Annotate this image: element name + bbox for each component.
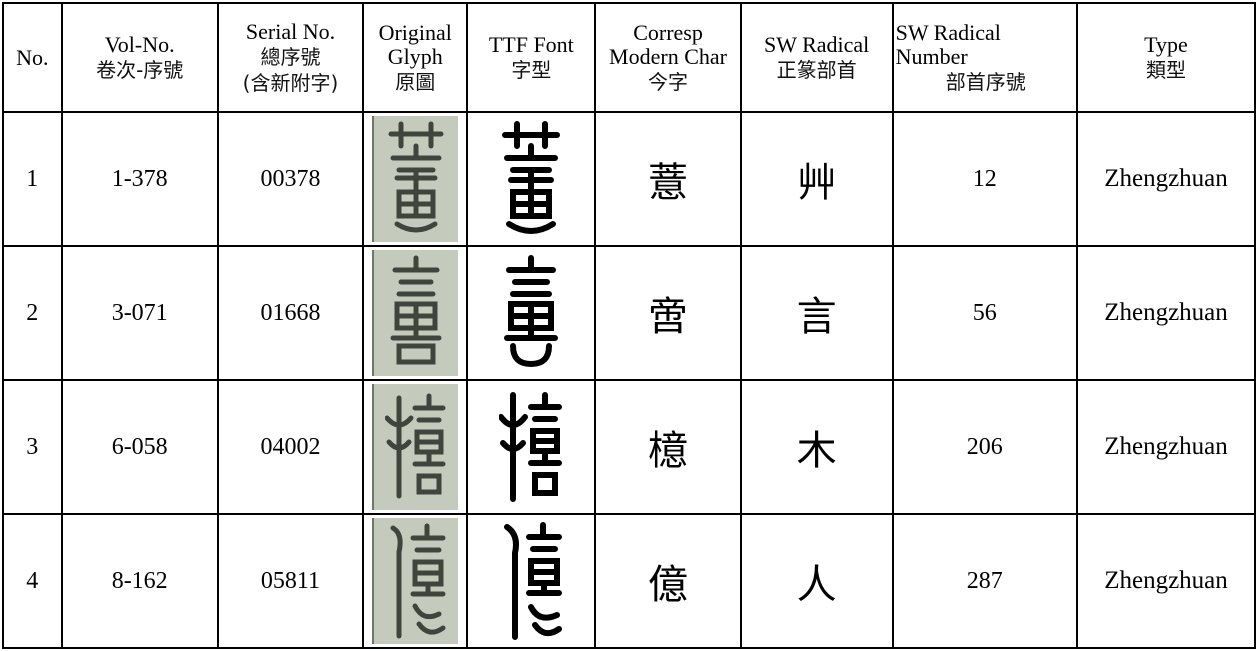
cell-ttf-font — [466, 111, 597, 247]
ttf-glyph — [469, 254, 593, 372]
cell-vol: 8-162 — [60, 513, 219, 649]
cell-radical-number: 12 — [891, 111, 1079, 247]
seal-script-yi-grass-icon — [388, 121, 444, 233]
header-radical-number: SW Radical Number 部首序號 — [891, 2, 1079, 113]
cell-no: 4 — [2, 513, 63, 649]
header-vol: Vol-No. 卷次-序號 — [60, 2, 219, 113]
table-row: 4 8-162 05811 — [2, 513, 1256, 649]
cell-radical-number: 206 — [891, 379, 1079, 515]
cell-modern-char: 億 — [594, 513, 742, 649]
cell-serial: 00378 — [216, 111, 365, 247]
header-type: Type 類型 — [1076, 2, 1256, 113]
seal-script-yi-person-icon — [504, 522, 563, 640]
seal-script-yi-speech-icon — [390, 255, 442, 365]
ttf-glyph — [469, 120, 593, 238]
header-modern-char: Corresp Modern Char 今字 — [594, 2, 742, 113]
cell-sw-radical: 艸 — [739, 111, 894, 247]
ttf-glyph — [469, 521, 593, 641]
cell-serial: 01668 — [216, 245, 365, 381]
cell-sw-radical: 木 — [739, 379, 894, 515]
cell-sw-radical: 人 — [739, 513, 894, 649]
table-row: 3 6-058 04002 — [2, 379, 1256, 515]
cell-original-glyph — [362, 111, 469, 247]
table-row: 1 1-378 00378 — [2, 111, 1256, 247]
cell-serial: 04002 — [216, 379, 365, 515]
cell-radical-number: 287 — [891, 513, 1079, 649]
cell-modern-char: 檍 — [594, 379, 742, 515]
header-serial: Serial No. 總序號 (含新附字) — [216, 2, 365, 113]
cell-original-glyph — [362, 513, 469, 649]
header-sw-radical: SW Radical 正篆部首 — [739, 2, 894, 113]
original-glyph-scan — [372, 518, 459, 644]
cell-modern-char: 薏 — [594, 111, 742, 247]
cell-modern-char: 啻 — [594, 245, 742, 381]
cell-ttf-font — [466, 379, 597, 515]
cell-no: 1 — [2, 111, 63, 247]
cell-original-glyph — [362, 245, 469, 381]
cell-radical-number: 56 — [891, 245, 1079, 381]
cell-type: Zhengzhuan — [1076, 379, 1256, 515]
cell-original-glyph — [362, 379, 469, 515]
table-row: 2 3-071 01668 — [2, 245, 1256, 381]
original-glyph-scan — [372, 384, 459, 510]
cell-type: Zhengzhuan — [1076, 513, 1256, 649]
original-glyph-scan — [372, 116, 459, 242]
seal-script-yi-tree-icon — [499, 392, 563, 502]
seal-script-yi-grass-icon — [502, 121, 561, 234]
original-glyph-scan — [372, 250, 459, 376]
cell-vol: 6-058 — [60, 379, 219, 515]
seal-script-yi-speech-icon — [504, 255, 559, 368]
cell-vol: 3-071 — [60, 245, 219, 381]
header-no: No. — [2, 2, 63, 113]
cell-vol: 1-378 — [60, 111, 219, 247]
seal-script-yi-tree-icon — [385, 393, 446, 499]
header-original-glyph: Original Glyph 原圖 — [362, 2, 469, 113]
cell-ttf-font — [466, 513, 597, 649]
cell-ttf-font — [466, 245, 597, 381]
seal-script-yi-person-icon — [390, 523, 446, 639]
ttf-glyph — [469, 391, 593, 503]
header-ttf-font: TTF Font 字型 — [466, 2, 597, 113]
cell-type: Zhengzhuan — [1076, 111, 1256, 247]
cell-no: 3 — [2, 379, 63, 515]
cell-type: Zhengzhuan — [1076, 245, 1256, 381]
cell-serial: 05811 — [216, 513, 365, 649]
cell-sw-radical: 言 — [739, 245, 894, 381]
header-row: No. Vol-No. 卷次-序號 Serial No. 總序號 (含新附字) … — [2, 2, 1256, 113]
cell-no: 2 — [2, 245, 63, 381]
